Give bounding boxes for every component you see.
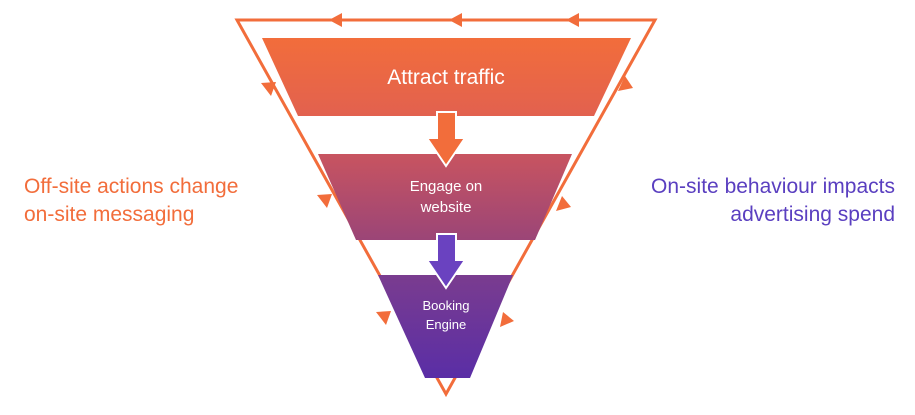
stage-booking-label-1: Booking <box>423 298 470 313</box>
stage-engage <box>318 154 572 240</box>
arrow-left-3 <box>376 311 391 325</box>
down-arrow-2 <box>425 233 467 290</box>
offsite-caption-line1: Off-site actions change <box>24 175 239 198</box>
onsite-caption-line2: advertising spend <box>730 203 895 226</box>
arrow-right-1 <box>500 312 514 327</box>
arrow-top-3 <box>566 13 579 27</box>
arrow-left-1 <box>261 82 276 96</box>
down-arrow-1 <box>425 111 467 168</box>
stage-attract <box>262 38 631 116</box>
arrow-right-2 <box>556 196 571 211</box>
stage-attract-label: Attract traffic <box>387 66 504 89</box>
arrow-top-2 <box>449 13 462 27</box>
stage-engage-label-2: website <box>420 199 472 216</box>
offsite-caption-line2: on-site messaging <box>24 203 195 226</box>
arrow-top-1 <box>329 13 342 27</box>
offsite-caption: Off-site actions change on-site messagin… <box>24 173 238 229</box>
stage-booking-label-2: Engine <box>426 317 466 332</box>
stage-engage-label-1: Engage on <box>410 178 483 195</box>
onsite-caption: On-site behaviour impacts advertising sp… <box>651 173 895 229</box>
arrow-left-2 <box>317 194 332 208</box>
onsite-caption-line1: On-site behaviour impacts <box>651 175 895 198</box>
stage-booking <box>378 275 513 378</box>
arrow-right-3 <box>618 76 633 91</box>
